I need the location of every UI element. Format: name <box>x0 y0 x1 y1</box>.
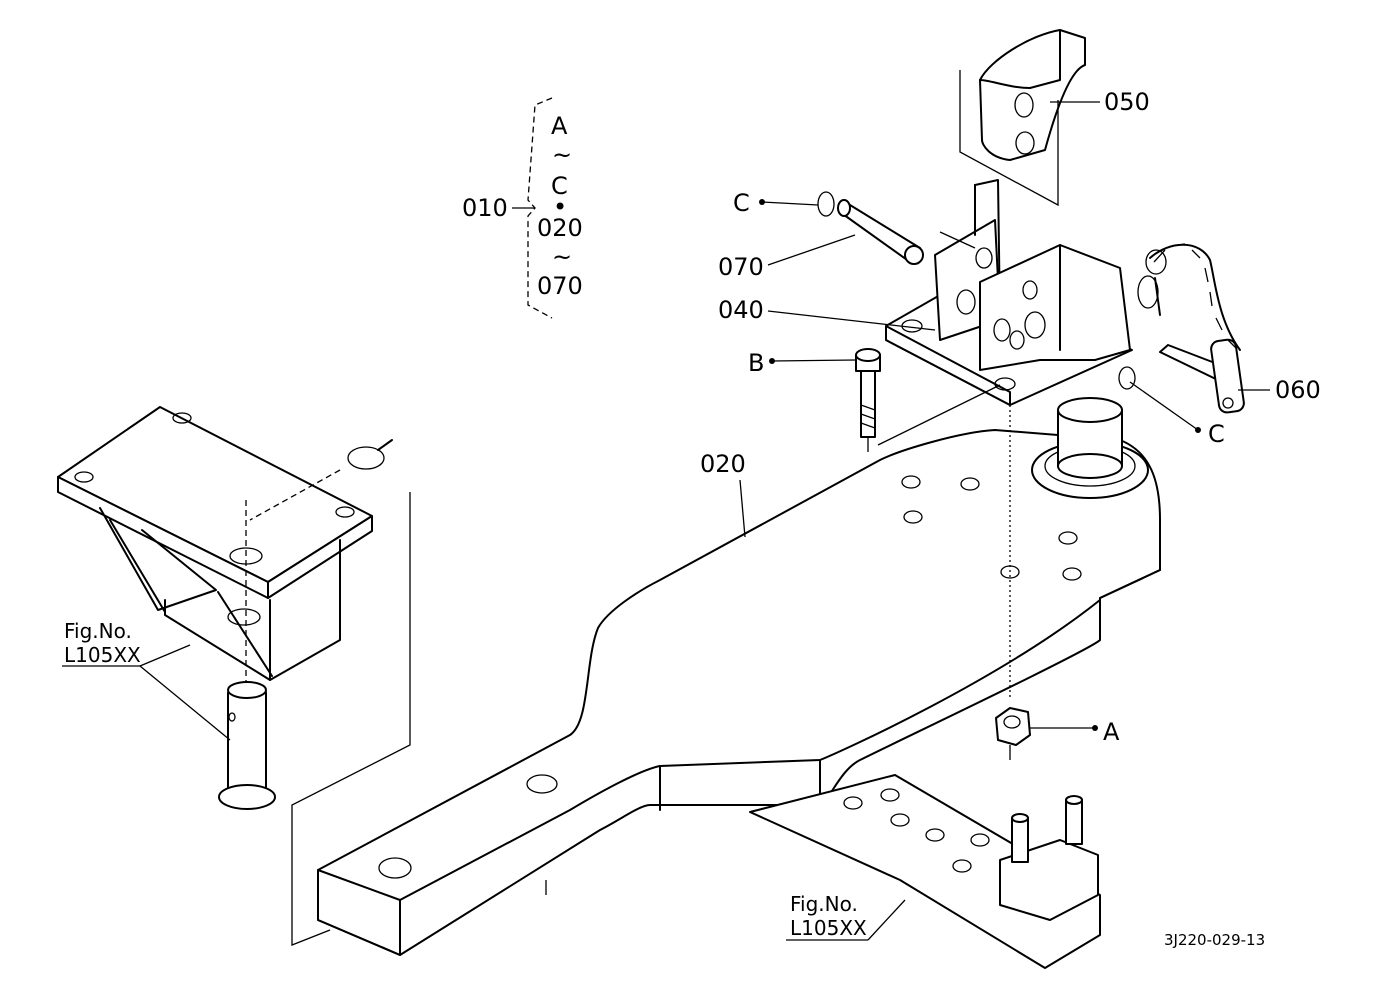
fig-ref-left-line1: Fig.No. <box>64 619 132 643</box>
pin-070 <box>817 191 924 265</box>
label-020: 020 <box>700 450 746 478</box>
hitch-bracket-040 <box>885 179 1133 406</box>
brace-item-tilde-1: ~ <box>552 141 572 169</box>
label-060: 060 <box>1275 376 1321 404</box>
lower-mounting-plate <box>749 774 1101 969</box>
brace-item-020: 020 <box>537 214 583 242</box>
label-a: A <box>1103 718 1120 746</box>
label-040: 040 <box>718 296 764 324</box>
label-c-right: C <box>1208 420 1225 448</box>
pin-060-with-chain <box>1118 243 1245 414</box>
fig-ref-bottom-line1: Fig.No. <box>790 892 858 916</box>
assembly-brace <box>527 97 553 319</box>
bolt-b <box>855 348 1001 452</box>
leader-dots <box>759 199 1201 731</box>
leader-lines <box>62 101 1270 941</box>
fig-ref-left-line2: L105XX <box>64 643 141 667</box>
label-b: B <box>748 349 764 377</box>
brace-item-tilde-2: ~ <box>552 243 572 271</box>
brace-item-070: 070 <box>537 272 583 300</box>
part-labels: 010 A ~ C • 020 ~ 070 050 070 040 060 02… <box>64 88 1321 949</box>
nut-a <box>995 400 1031 760</box>
fig-ref-bottom-line2: L105XX <box>790 916 867 940</box>
brace-item-a: A <box>551 112 568 140</box>
brace-item-c: C <box>551 172 568 200</box>
mounting-bracket <box>57 406 411 946</box>
label-010: 010 <box>462 194 508 222</box>
drawbar-020 <box>317 397 1161 956</box>
label-c-left: C <box>733 189 750 217</box>
label-070: 070 <box>718 253 764 281</box>
drawing-ref-code: 3J220-029-13 <box>1164 931 1265 949</box>
hook-block-050 <box>959 29 1086 207</box>
brace-item-bullet: • <box>553 193 567 221</box>
label-050: 050 <box>1104 88 1150 116</box>
